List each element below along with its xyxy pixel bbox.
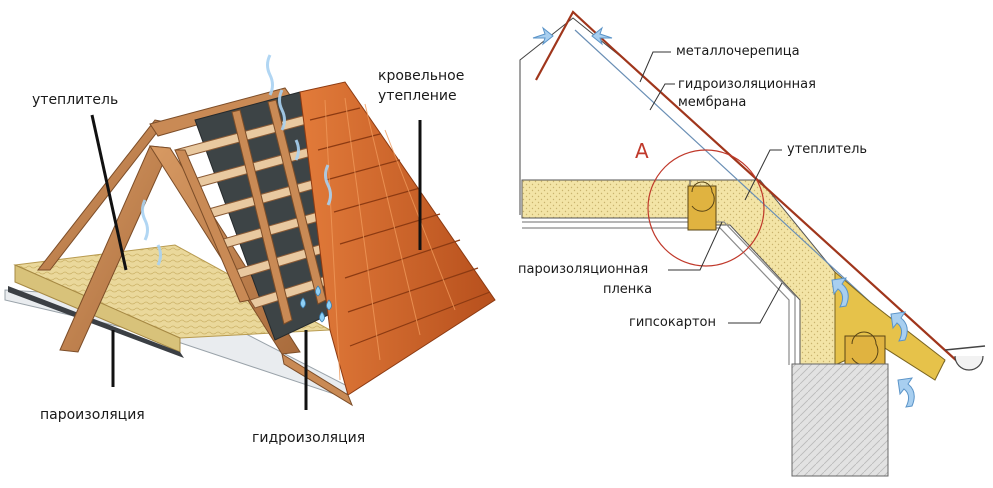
masonry-wall: [791, 363, 889, 477]
right-roof-section: [519, 10, 986, 477]
airflow-arrows-icon: [532, 26, 915, 408]
rafter-inner: [174, 149, 251, 303]
water-drops-icon: [300, 285, 332, 323]
metal-tile-line: [535, 10, 959, 363]
ceiling-insulation-slab: [521, 179, 691, 219]
drywall-line: [522, 227, 790, 365]
label-membrane-line2: мембрана: [678, 95, 747, 110]
label-roof-insulation-line2: утепление: [378, 88, 457, 104]
label-waterproofing: гидроизоляция: [252, 430, 366, 446]
label-drywall: гипсокартон: [629, 315, 716, 330]
detail-circle: [647, 149, 765, 267]
label-insulation-right: утеплитель: [787, 142, 868, 157]
label-vapor-film-line2: пленка: [603, 282, 653, 297]
label-roof-insulation-line1: кровельное: [378, 68, 465, 84]
roof-tile-waves: [324, 97, 456, 381]
vapor-film-line: [522, 221, 796, 365]
gutter-icon: [944, 345, 986, 371]
roof-tile-rows: [309, 107, 491, 347]
detail-marker-a: А: [635, 139, 649, 163]
timber-block-upper: [687, 181, 717, 231]
label-vapor-film-line1: пароизоляционная: [518, 262, 649, 277]
label-metal-tile: металлочерепица: [676, 44, 800, 59]
label-vapor-barrier: пароизоляция: [40, 407, 145, 423]
left-roof-cutaway: [4, 54, 496, 410]
ceiling-joist-strip: [8, 286, 184, 358]
right-leader-lines: [639, 51, 783, 324]
counter-battens: [231, 99, 327, 325]
ventilation-airflow-icon: [141, 54, 332, 266]
leader-insulation: [90, 114, 128, 271]
label-insulation-left: утеплитель: [32, 92, 119, 108]
label-membrane-line1: гидроизоляционная: [678, 77, 816, 92]
eave-board: [281, 352, 354, 407]
